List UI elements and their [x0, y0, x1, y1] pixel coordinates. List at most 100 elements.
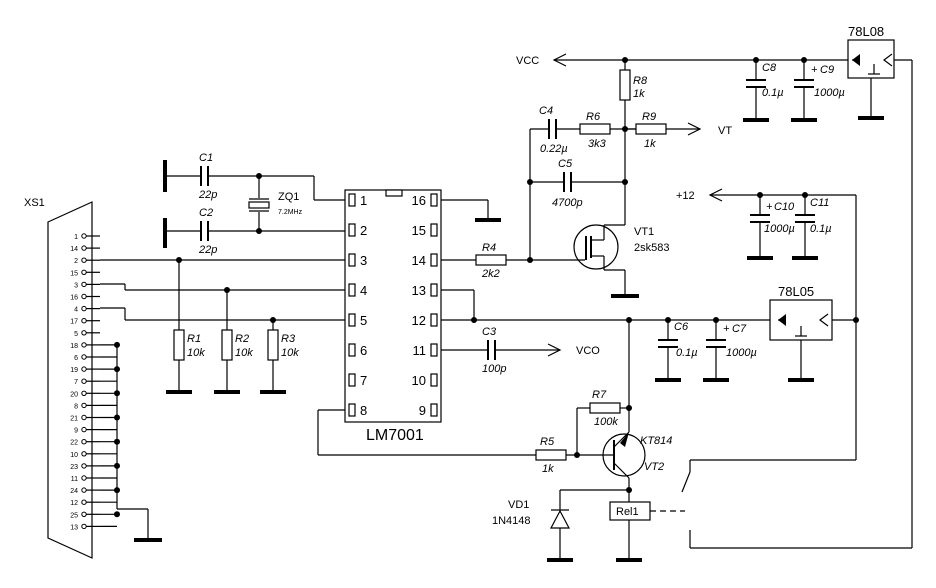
c10-label: C10: [774, 201, 795, 213]
c8-label: C8: [762, 62, 777, 74]
xs1-pin-label: 9: [74, 428, 78, 435]
ic-pin-number: 14: [412, 253, 426, 268]
xs1-pin: [81, 257, 87, 263]
c1-value: 22p: [198, 189, 217, 201]
r2-resistor: R2 10k: [214, 287, 253, 394]
xs1-pin-label: 7: [74, 379, 78, 386]
kt814-label: KT814: [640, 435, 672, 447]
vt1-transistor: VT1 2sk583: [530, 224, 669, 298]
xs1-pin-label: 21: [70, 416, 78, 423]
r8-value: 1k: [633, 88, 645, 100]
xs1-pin: [81, 390, 87, 396]
vcc-label: VCC: [516, 55, 539, 67]
ic-pin-right: [430, 253, 438, 267]
c4-label: C4: [539, 105, 553, 117]
xs1-pin: [81, 245, 87, 251]
ic-pin-right: [430, 343, 438, 357]
ic-pin-left: [348, 313, 356, 327]
regulator-78l05: 78L05: [769, 284, 856, 382]
xs1-pin-label: 6: [74, 355, 78, 362]
vd1-value: 1N4148: [492, 515, 531, 527]
ic-pin-right: [430, 223, 438, 237]
c7-plus: +: [723, 323, 730, 335]
rel1-label: Rel1: [616, 506, 639, 518]
xs1-pin-label: 10: [70, 452, 78, 459]
xs1-pin: [81, 366, 87, 372]
xs1-pin: [81, 342, 87, 348]
xs1-pin-label: 13: [70, 524, 78, 531]
c3-capacitor: C3 100p VCO: [441, 326, 600, 375]
r3-label: R3: [281, 333, 296, 345]
xs1-pin: [81, 233, 87, 239]
xs1-pin-label: 22: [70, 440, 78, 447]
xs1-pin: [81, 451, 87, 457]
r7-label: R7: [592, 389, 607, 401]
ic-pin-left: [348, 283, 356, 297]
c11-capacitor: C11 0.1µ: [792, 195, 832, 260]
r9-label: R9: [642, 111, 656, 123]
ic-pin-number: 5: [360, 313, 367, 328]
r1-label: R1: [187, 333, 201, 345]
c6-label: C6: [674, 321, 689, 333]
zq1-value: 7.2MHz: [278, 209, 303, 216]
xs1-pin-label: 24: [70, 488, 78, 495]
ic-pin-number: 3: [360, 253, 367, 268]
r9-value: 1k: [644, 138, 656, 150]
vcc-rail: VCC: [516, 53, 848, 67]
ic-pin-left: [348, 343, 356, 357]
ic-pin-number: 8: [360, 403, 367, 418]
xs1-pin-label: 23: [70, 464, 78, 471]
r5-label: R5: [540, 436, 555, 448]
xs1-pin: [81, 354, 87, 360]
xs1-pin: [81, 269, 87, 275]
c7-value: 1000µ: [726, 347, 757, 359]
xs1-pin-label: 4: [74, 307, 78, 314]
xs1-pin: [81, 414, 87, 421]
ic-pin-number: 16: [412, 193, 426, 208]
vd1-diode: VD1 1N4148: [492, 487, 632, 562]
xs1-pin: [81, 402, 87, 409]
xs1-pin-label: 18: [70, 343, 78, 350]
reg-78l05-label: 78L05: [778, 284, 814, 299]
xs1-pin-label: 11: [71, 476, 78, 483]
c1-label: C1: [199, 152, 213, 164]
ic-pin-number: 12: [412, 313, 426, 328]
vco-label: VCO: [576, 345, 600, 357]
vt1-label: VT1: [634, 226, 654, 238]
ic-pin-number: 10: [412, 373, 426, 388]
xs1-pin-label: 12: [70, 500, 78, 507]
xs1-label: XS1: [24, 197, 45, 209]
xs1-pin: [81, 330, 87, 336]
c8-value: 0.1µ: [762, 87, 784, 99]
ic-pin-left: [348, 223, 356, 237]
c10-value: 1000µ: [764, 223, 795, 235]
xs1-pin-label: 3: [74, 282, 78, 289]
xs1-pin: [81, 305, 87, 312]
xs1-connector: XS1 114215316417518619720821922102311241…: [24, 197, 120, 559]
r7-value: 100k: [594, 416, 618, 428]
ic-pin-number: 11: [413, 343, 427, 358]
ic-pin-number: 4: [360, 283, 367, 298]
ic-pin-right: [430, 403, 438, 417]
ic-pin-left: [348, 193, 356, 207]
r2-value: 10k: [235, 347, 253, 359]
crystal-section: C1 22p C2 22p ZQ1 7.2MHz: [163, 152, 345, 256]
xs1-pin-label: 1: [74, 234, 78, 241]
c9-label: C9: [820, 64, 834, 76]
xs1-pin-label: 25: [70, 512, 78, 519]
r4-value: 2k2: [481, 268, 500, 280]
r6-value: 3k3: [588, 138, 607, 150]
c5-value: 4700p: [552, 197, 583, 209]
r3-value: 10k: [281, 347, 299, 359]
r5-value: 1k: [542, 463, 554, 475]
r3-resistor: R3 10k: [260, 317, 299, 394]
c9-plus: +: [811, 64, 818, 76]
gate-network: C4 0.22µ R6 3k3 C5 4700p: [527, 100, 636, 263]
c2-value: 22p: [198, 244, 217, 256]
xs1-pin: [81, 487, 87, 493]
xs1-pin-label: 14: [70, 246, 78, 253]
plus12-label: +12: [676, 190, 695, 202]
r1-value: 10k: [187, 347, 205, 359]
